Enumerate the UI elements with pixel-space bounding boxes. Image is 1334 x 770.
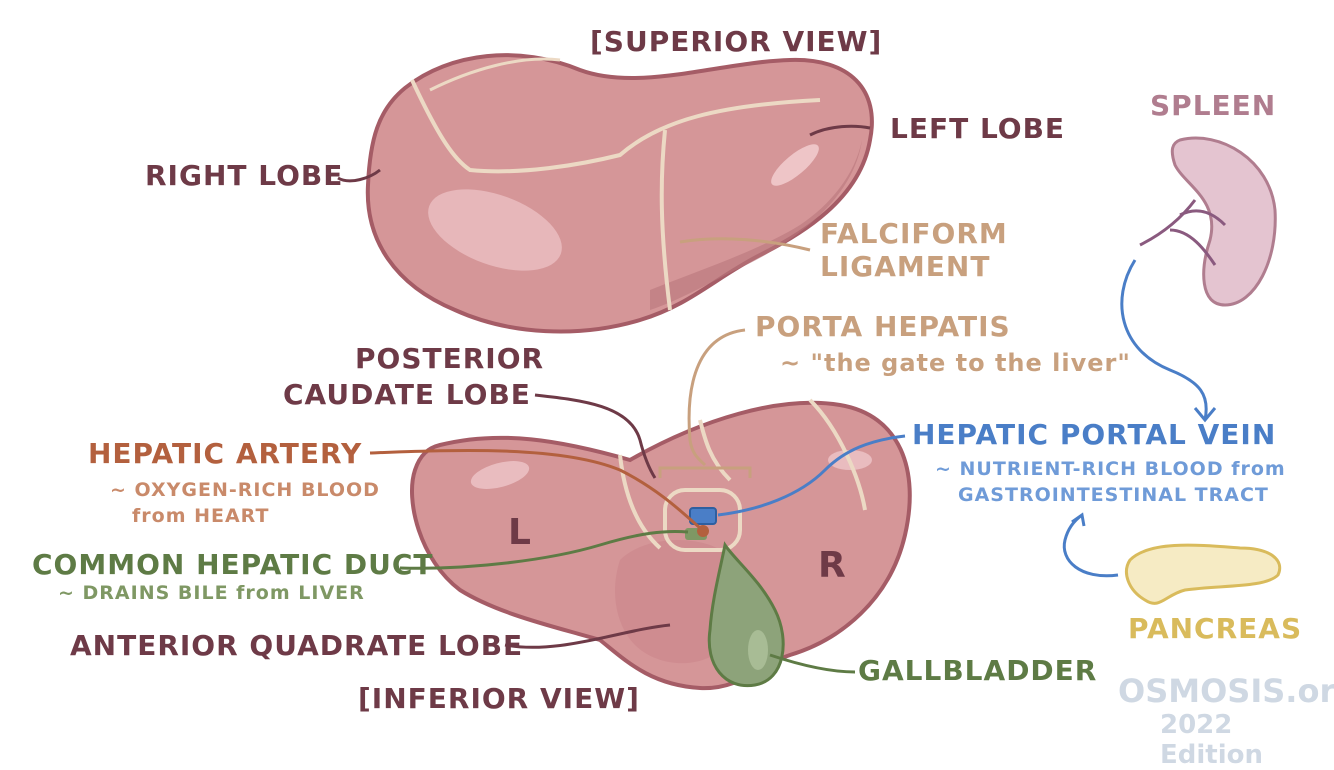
lobe-r-marker: R (818, 545, 847, 586)
gallbladder-leader (769, 653, 856, 674)
common-duct-leader (399, 529, 689, 570)
left-lobe-leader (809, 124, 871, 137)
spleen (1139, 136, 1277, 307)
lobe-l-marker: L (508, 512, 532, 553)
brand-logo: OSMOSIS.org (1118, 672, 1334, 710)
inferior-liver (410, 398, 912, 691)
hepatic-artery-note-1: ~ OXYGEN-RICH BLOOD (110, 479, 380, 501)
porta-hepatis-label: PORTA HEPATIS (755, 310, 1011, 343)
portal-vein-leader (717, 434, 906, 517)
spleen-to-portal-arrow (1120, 259, 1217, 423)
hepatic-artery-leader (369, 448, 701, 530)
caudate-lobe-label: CAUDATE LOBE (283, 378, 531, 411)
anterior-quadrate-label: ANTERIOR QUADRATE LOBE (70, 629, 524, 662)
common-hepatic-duct-label: COMMON HEPATIC DUCT (32, 548, 434, 581)
right-lobe-leader (337, 168, 381, 183)
inferior-view-title: [INFERIOR VIEW] (358, 682, 640, 715)
hepatic-artery-note-2: from HEART (132, 505, 270, 527)
falciform-leader (679, 237, 811, 252)
portal-vein-note-1: ~ NUTRIENT-RICH BLOOD from (935, 458, 1286, 480)
quadrate-leader (504, 623, 671, 649)
pancreas-label: PANCREAS (1128, 612, 1303, 645)
porta-hepatis-note: ~ "the gate to the liver" (780, 349, 1131, 377)
hepatic-portal-vein-label: HEPATIC PORTAL VEIN (912, 418, 1277, 451)
hepatic-artery-label: HEPATIC ARTERY (88, 437, 363, 470)
caudate-leader (534, 393, 657, 479)
pancreas-to-portal-arrow (1062, 512, 1119, 578)
right-lobe-label: RIGHT LOBE (145, 159, 344, 192)
porta-hepatis-leader (658, 328, 752, 478)
gallbladder-label: GALLBLADDER (858, 654, 1098, 687)
portal-vein-note-2: GASTROINTESTINAL TRACT (958, 484, 1269, 506)
falciform-label-line1: FALCIFORM (820, 217, 1008, 250)
spleen-label: SPLEEN (1150, 89, 1277, 122)
superior-liver (365, 53, 874, 334)
liver-anatomy-diagram (337, 53, 1282, 691)
brand-edition: 2022 Edition (1160, 710, 1263, 770)
left-lobe-label: LEFT LOBE (890, 112, 1066, 145)
pancreas (1125, 543, 1282, 605)
superior-view-title: [SUPERIOR VIEW] (590, 25, 883, 58)
falciform-label-line2: LIGAMENT (820, 250, 991, 283)
posterior-label: POSTERIOR (355, 342, 545, 375)
common-hepatic-duct-note: ~ DRAINS BILE from LIVER (58, 582, 365, 604)
